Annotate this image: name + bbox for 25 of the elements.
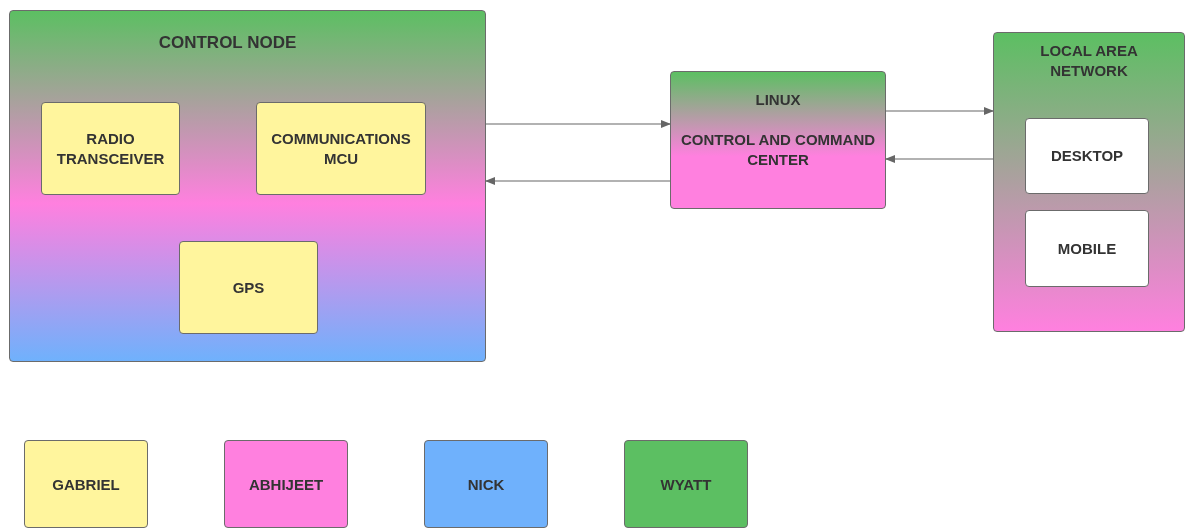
box-title: LINUX bbox=[755, 90, 801, 110]
box-label: DESKTOP bbox=[1050, 146, 1124, 166]
legend-label: GABRIEL bbox=[52, 475, 120, 493]
network-box bbox=[993, 32, 1185, 332]
legend-label: ABHIJEET bbox=[248, 475, 324, 493]
control-node-box bbox=[9, 10, 486, 362]
arrow bbox=[885, 155, 994, 163]
component-box bbox=[256, 102, 426, 195]
legend-label: NICK bbox=[467, 475, 505, 493]
legend-label: WYATT bbox=[660, 475, 712, 493]
box-label: MOBILE bbox=[1057, 238, 1117, 259]
device-box bbox=[1025, 118, 1149, 194]
arrow bbox=[485, 177, 671, 185]
component-box bbox=[179, 241, 318, 334]
box-label: COMMUNICATIONS MCU bbox=[270, 128, 412, 169]
box-label: CONTROL AND COMMAND CENTER bbox=[679, 130, 877, 170]
device-box bbox=[1025, 210, 1149, 287]
box-label: RADIO TRANSCEIVER bbox=[55, 128, 166, 169]
box-title: LOCAL AREA NETWORK bbox=[1039, 41, 1139, 81]
arrow bbox=[485, 120, 671, 128]
box-label: GPS bbox=[232, 277, 265, 298]
command-center-box bbox=[670, 71, 886, 209]
arrow bbox=[885, 107, 994, 115]
component-box bbox=[41, 102, 180, 195]
box-title: CONTROL NODE bbox=[158, 33, 297, 53]
